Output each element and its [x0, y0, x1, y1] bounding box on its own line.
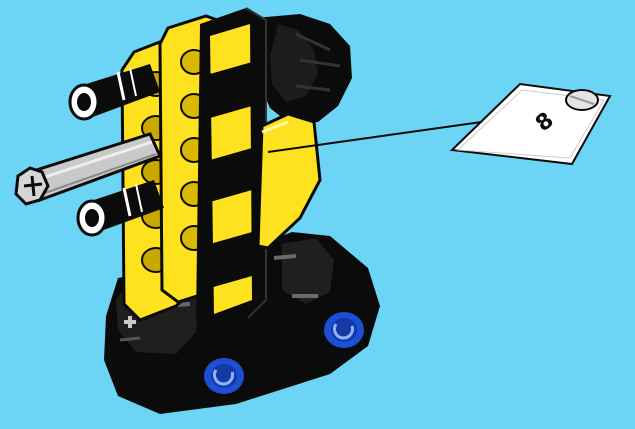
- yellow-black-striped-panel: [196, 8, 266, 334]
- light-gray-round-part-icon: [566, 90, 598, 110]
- blue-pin-left: [204, 358, 244, 394]
- blue-pin-right: [324, 312, 364, 348]
